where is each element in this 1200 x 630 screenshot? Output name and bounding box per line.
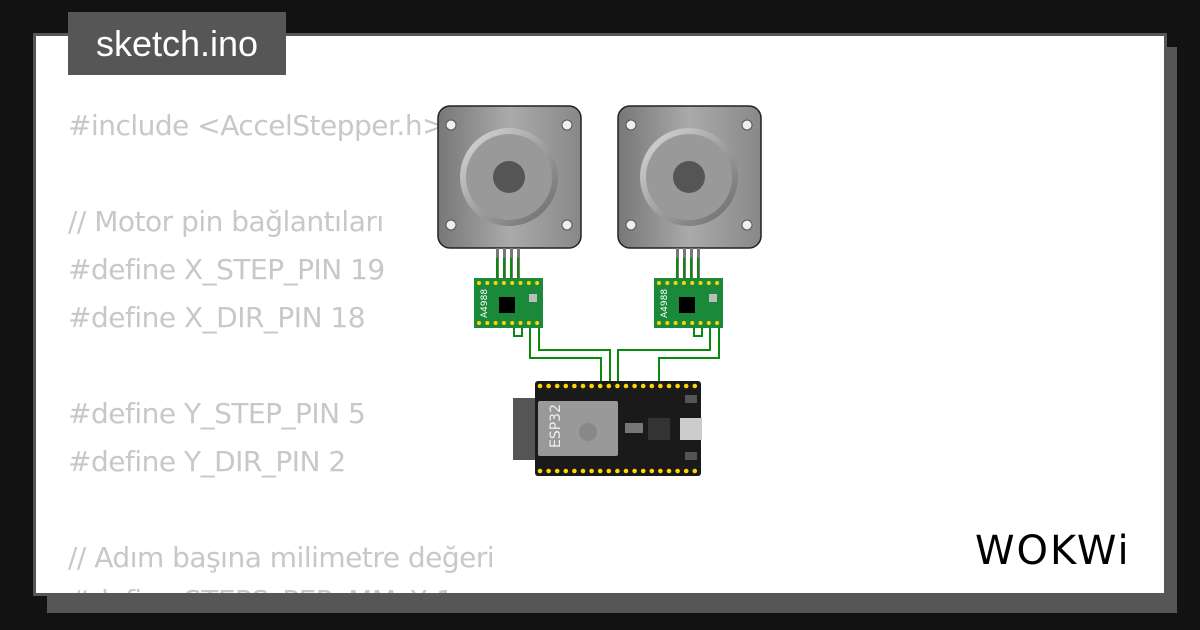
header-pin	[640, 383, 646, 389]
header-pin	[572, 383, 577, 389]
code-line: #define STEPS_PER_MM_X 1	[68, 577, 454, 593]
a4988-driver[interactable]: A4988	[654, 258, 723, 328]
wires	[513, 328, 720, 384]
wire	[693, 328, 703, 337]
driver-label: A4988	[660, 289, 670, 318]
header-pin	[623, 468, 629, 474]
header-pin	[546, 468, 551, 474]
header-pin	[692, 383, 698, 389]
wire	[513, 328, 523, 337]
wire	[658, 328, 720, 384]
wire	[538, 328, 611, 384]
header-pin	[675, 468, 680, 474]
header-pin	[580, 383, 586, 389]
stepper-motor[interactable]	[437, 105, 582, 278]
code-line: #include <AccelStepper.h>	[68, 109, 446, 142]
header-pin	[589, 468, 594, 474]
header-pin	[597, 468, 603, 474]
a4988-driver[interactable]: A4988	[474, 258, 543, 328]
code-card	[33, 33, 1167, 596]
header-pin	[597, 383, 603, 389]
header-pin	[580, 468, 586, 474]
header-pin	[606, 383, 612, 389]
header-pin	[675, 383, 680, 389]
header-pin	[632, 468, 637, 474]
header-pin	[572, 468, 577, 474]
header-pin	[546, 383, 551, 389]
wire	[529, 328, 602, 384]
header-pin	[563, 468, 569, 474]
header-pin	[683, 468, 689, 474]
header-pin	[623, 383, 629, 389]
code-line: #define Y_STEP_PIN 5	[68, 397, 366, 430]
header-pin	[537, 468, 543, 474]
header-pin	[537, 383, 543, 389]
header-pin	[666, 468, 672, 474]
header-pin	[632, 383, 637, 389]
wokwi-logo: WOKWi	[975, 528, 1131, 574]
header-pin	[589, 383, 594, 389]
code-line: #define Y_DIR_PIN 2	[68, 445, 346, 478]
header-pin	[615, 383, 620, 389]
code-line: // Adım başına milimetre değeri	[68, 541, 495, 574]
header-pin	[683, 383, 689, 389]
file-tab: sketch.ino	[68, 12, 286, 75]
driver-label: A4988	[480, 289, 490, 318]
header-pin	[658, 468, 663, 474]
header-pin	[563, 383, 569, 389]
header-pin	[658, 383, 663, 389]
header-pin	[666, 383, 672, 389]
header-pin	[649, 383, 655, 389]
header-pin	[615, 468, 620, 474]
code-line: #define X_DIR_PIN 18	[68, 301, 366, 334]
code-line: // Motor pin bağlantıları	[68, 205, 384, 238]
code-overflow-clip: #define STEPS_PER_MM_X 1	[36, 560, 1164, 593]
code-line: #define X_STEP_PIN 19	[68, 253, 385, 286]
wire	[617, 328, 711, 384]
header-pin	[692, 468, 698, 474]
header-pin	[640, 468, 646, 474]
header-pin	[554, 383, 560, 389]
header-pin	[554, 468, 560, 474]
header-pin	[649, 468, 655, 474]
board-label: ESP32	[548, 404, 564, 448]
header-pin	[606, 468, 612, 474]
stepper-motor[interactable]	[617, 105, 762, 278]
esp32-board[interactable]: ESP32	[513, 381, 702, 476]
